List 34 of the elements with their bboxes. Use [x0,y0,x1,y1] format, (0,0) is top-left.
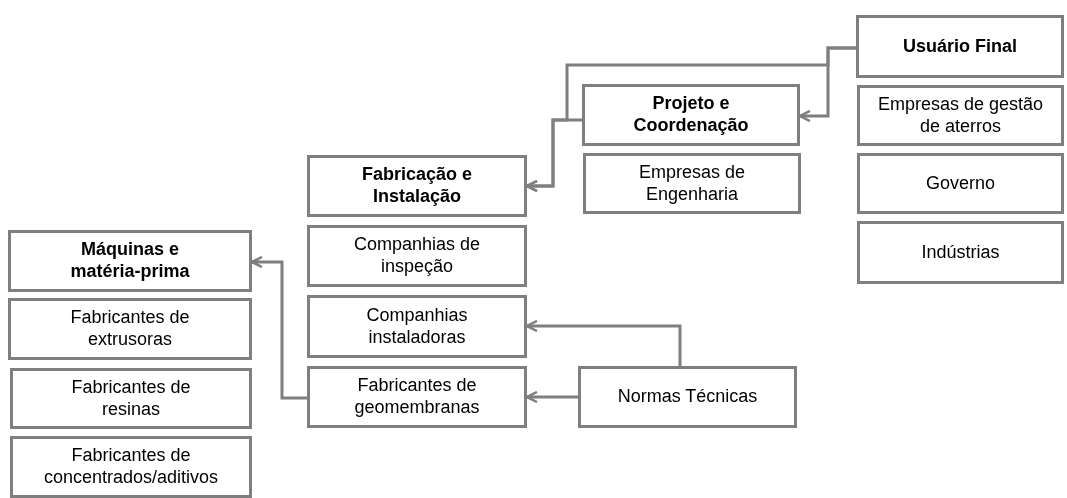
box-text: Governo [925,172,995,195]
box-text: Normas Técnicas [617,386,758,408]
box-heading: Fabricação e Instalação [360,164,474,208]
arrow [525,319,682,366]
entity-box [307,295,527,358]
category-box [8,230,252,292]
entity-box [307,366,527,428]
entity-box [857,153,1064,214]
box-text: Fabricantes de extrusoras [69,307,191,351]
box-heading: Usuário Final [903,35,1017,58]
arrow [250,255,307,400]
box-text: Empresas de Engenharia [637,161,747,206]
box-heading: Projeto e Coordenação [632,93,750,137]
box-heading: Máquinas e matéria-prima [69,239,191,283]
box-text: Fabricantes de geomembranas [353,375,481,419]
entity-box [857,85,1064,146]
category-box [307,155,527,217]
box-text: Companhias instaladoras [365,304,469,349]
box-text: Companhias de inspeção [352,234,482,278]
arrow [525,118,582,193]
entity-box [8,298,252,360]
entity-box [583,153,801,214]
entity-box [857,221,1064,284]
box-text: Indústrias [921,241,1000,264]
box-text: Fabricantes de resinas [70,376,192,421]
arrow [525,390,578,404]
entity-box [578,366,797,428]
category-box [856,15,1064,78]
box-text: Empresas de gestão de aterros [876,93,1045,138]
entity-box [10,368,252,429]
category-box [582,84,800,146]
entity-box [10,436,252,498]
entity-box [307,225,527,287]
box-text: Fabricantes de concentrados/aditivos [42,445,220,489]
